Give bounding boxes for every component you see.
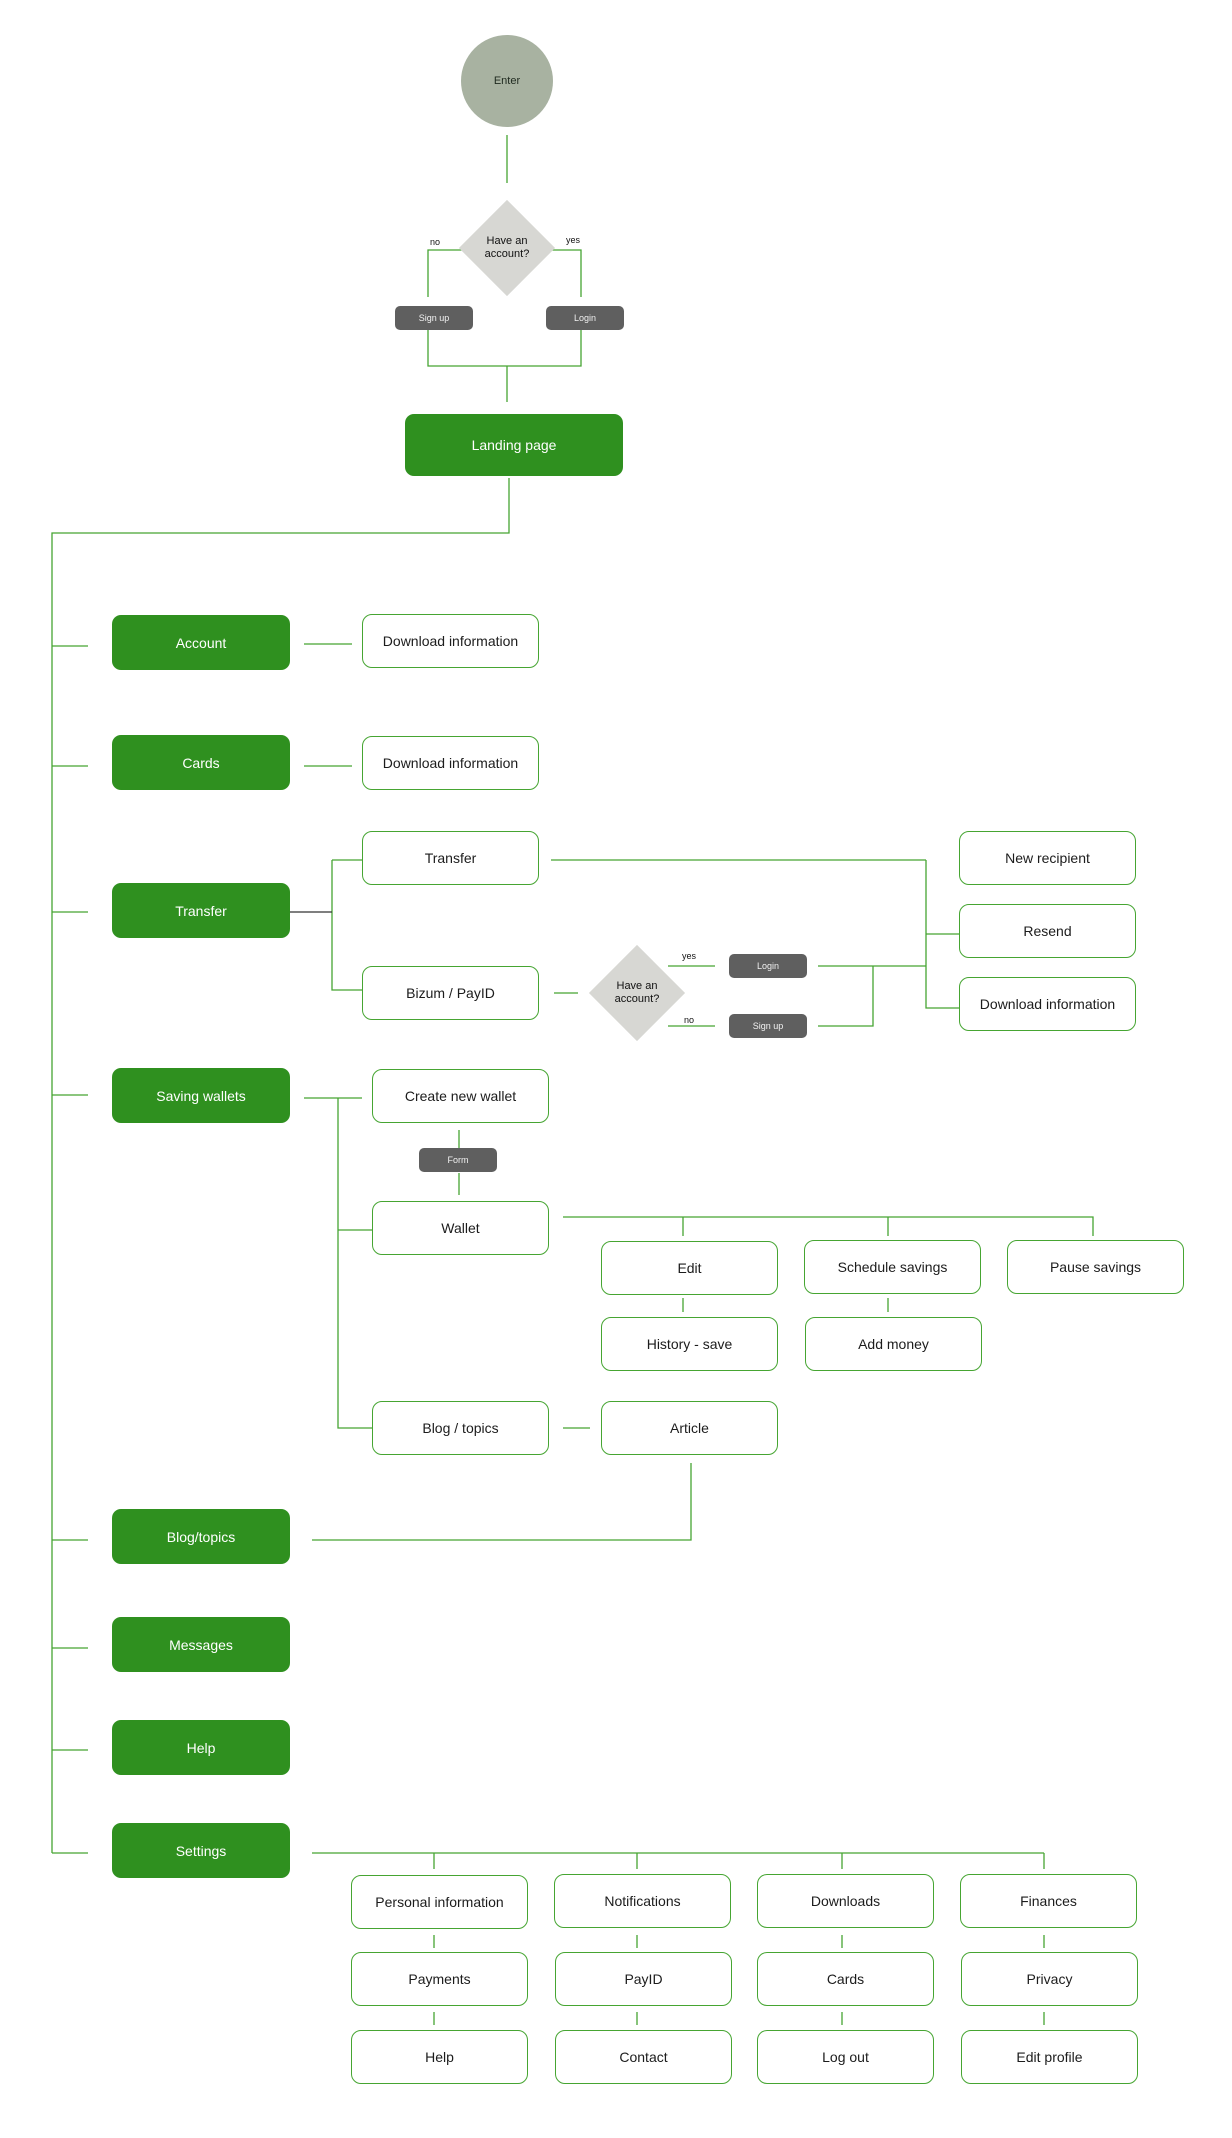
account-download-node[interactable]: Download information <box>362 614 539 668</box>
finances-node[interactable]: Finances <box>960 1874 1137 1928</box>
blog-topics-node[interactable]: Blog/topics <box>112 1509 290 1564</box>
landing-page-node[interactable]: Landing page <box>405 414 623 476</box>
login-action[interactable]: Login <box>546 306 624 330</box>
payments-node[interactable]: Payments <box>351 1952 528 2006</box>
help-node[interactable]: Help <box>112 1720 290 1775</box>
resend-node[interactable]: Resend <box>959 904 1136 958</box>
blog-topics-label: Blog/topics <box>166 1528 236 1545</box>
transfer-label: Transfer <box>175 902 227 919</box>
cards-label: Cards <box>182 754 220 771</box>
settings-cards-label: Cards <box>826 1971 865 1987</box>
transfer-node[interactable]: Transfer <box>112 883 290 938</box>
transfer-no-label: no <box>684 1015 695 1025</box>
transfer-sign-up-action[interactable]: Sign up <box>729 1014 807 1038</box>
resend-label: Resend <box>1023 923 1072 939</box>
article-node[interactable]: Article <box>601 1401 778 1455</box>
landing-page-label: Landing page <box>471 437 557 453</box>
wallet-label: Wallet <box>441 1220 480 1236</box>
contact-label: Contact <box>619 2049 668 2065</box>
form-label: Form <box>447 1155 469 1165</box>
decision-yes-label: yes <box>566 235 581 245</box>
new-recipient-node[interactable]: New recipient <box>959 831 1136 885</box>
start-label: Enter <box>493 75 521 87</box>
privacy-label: Privacy <box>1026 1971 1073 1987</box>
add-money-label: Add money <box>858 1336 929 1352</box>
login-label: Login <box>573 313 597 323</box>
edit-profile-node[interactable]: Edit profile <box>961 2030 1138 2084</box>
log-out-node[interactable]: Log out <box>757 2030 934 2084</box>
wallet-blog-topics-node[interactable]: Blog / topics <box>372 1401 549 1455</box>
add-money-node[interactable]: Add money <box>805 1317 982 1371</box>
create-wallet-label: Create new wallet <box>404 1088 517 1104</box>
account-node[interactable]: Account <box>112 615 290 670</box>
account-label: Account <box>175 634 227 651</box>
new-recipient-label: New recipient <box>1005 850 1090 866</box>
settings-node[interactable]: Settings <box>112 1823 290 1878</box>
privacy-node[interactable]: Privacy <box>961 1952 1138 2006</box>
settings-help-node[interactable]: Help <box>351 2030 528 2084</box>
edit-label: Edit <box>677 1260 702 1276</box>
decision-no-label: no <box>430 237 441 247</box>
transfer-login-action[interactable]: Login <box>729 954 807 978</box>
messages-node[interactable]: Messages <box>112 1617 290 1672</box>
form-action[interactable]: Form <box>419 1148 497 1172</box>
start-node[interactable]: Enter <box>461 35 553 127</box>
transfer-decision-label: Have an account? <box>614 980 660 1005</box>
transfer-option-node[interactable]: Transfer <box>362 831 539 885</box>
personal-information-label: Personal information <box>375 1894 504 1910</box>
transfer-option-label: Transfer <box>424 850 477 866</box>
history-save-label: History - save <box>646 1336 733 1352</box>
cards-download-label: Download information <box>382 755 519 771</box>
pause-savings-node[interactable]: Pause savings <box>1007 1240 1184 1294</box>
schedule-savings-node[interactable]: Schedule savings <box>804 1240 981 1294</box>
downloads-node[interactable]: Downloads <box>757 1874 934 1928</box>
transfer-download-node[interactable]: Download information <box>959 977 1136 1031</box>
log-out-label: Log out <box>822 2049 869 2065</box>
notifications-node[interactable]: Notifications <box>554 1874 731 1928</box>
sign-up-label: Sign up <box>418 313 450 323</box>
history-save-node[interactable]: History - save <box>601 1317 778 1371</box>
notifications-label: Notifications <box>604 1893 681 1909</box>
account-decision-label: Have an account? <box>484 235 530 260</box>
personal-information-node[interactable]: Personal information <box>351 1875 528 1929</box>
finances-label: Finances <box>1020 1893 1077 1909</box>
pause-savings-label: Pause savings <box>1049 1259 1142 1275</box>
payments-label: Payments <box>408 1971 471 1987</box>
sign-up-action[interactable]: Sign up <box>395 306 473 330</box>
edit-profile-label: Edit profile <box>1016 2049 1083 2065</box>
settings-label: Settings <box>175 1842 227 1859</box>
create-wallet-node[interactable]: Create new wallet <box>372 1069 549 1123</box>
settings-help-label: Help <box>425 2049 454 2065</box>
saving-wallets-label: Saving wallets <box>156 1087 246 1104</box>
bizum-payid-node[interactable]: Bizum / PayID <box>362 966 539 1020</box>
saving-wallets-node[interactable]: Saving wallets <box>112 1068 290 1123</box>
messages-label: Messages <box>169 1636 233 1653</box>
article-label: Article <box>670 1420 709 1436</box>
wallet-blog-topics-label: Blog / topics <box>422 1420 499 1436</box>
transfer-login-label: Login <box>756 961 780 971</box>
edit-node[interactable]: Edit <box>601 1241 778 1295</box>
transfer-sign-up-label: Sign up <box>752 1021 784 1031</box>
account-download-label: Download information <box>382 633 519 649</box>
transfer-download-label: Download information <box>979 996 1116 1012</box>
payid-label: PayID <box>624 1971 663 1987</box>
help-label: Help <box>186 1739 216 1756</box>
cards-node[interactable]: Cards <box>112 735 290 790</box>
contact-node[interactable]: Contact <box>555 2030 732 2084</box>
cards-download-node[interactable]: Download information <box>362 736 539 790</box>
downloads-label: Downloads <box>810 1893 881 1909</box>
wallet-node[interactable]: Wallet <box>372 1201 549 1255</box>
schedule-savings-label: Schedule savings <box>837 1259 948 1275</box>
transfer-yes-label: yes <box>682 951 697 961</box>
bizum-payid-label: Bizum / PayID <box>406 985 495 1001</box>
settings-cards-node[interactable]: Cards <box>757 1952 934 2006</box>
payid-node[interactable]: PayID <box>555 1952 732 2006</box>
